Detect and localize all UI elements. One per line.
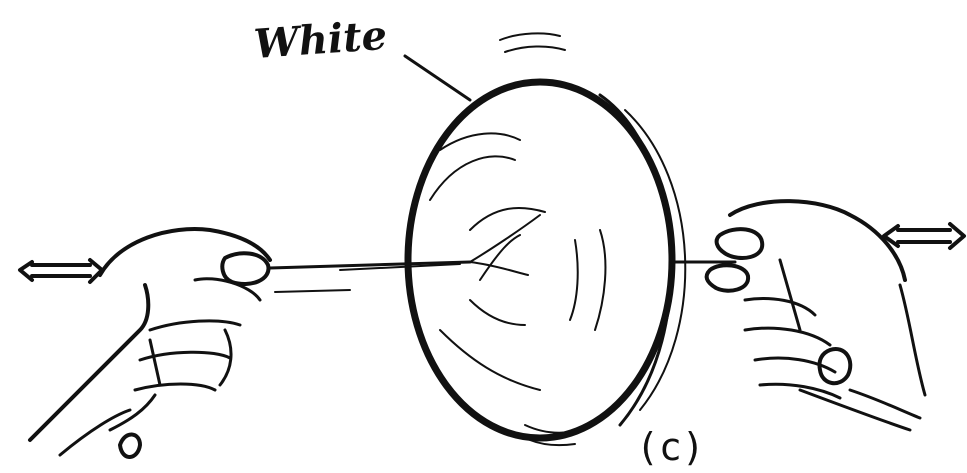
figure-tag-label: (c) [636,425,705,469]
right-double-arrow-icon [884,224,964,248]
string [270,215,735,292]
left-double-arrow-icon [20,260,102,282]
right-hand [707,201,925,430]
disc [408,33,685,445]
label-leader-line [405,56,470,100]
disc-color-label: White [252,12,388,68]
